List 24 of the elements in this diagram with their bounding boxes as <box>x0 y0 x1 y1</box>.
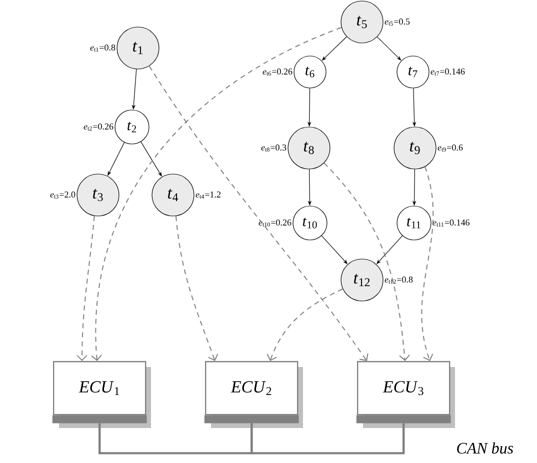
cost-label: e$_{t7}$=0.146 <box>430 68 465 76</box>
cost-label: e$_{t5}$=0.5 <box>384 18 410 26</box>
cost-label: e$_{t12}$=0.8 <box>384 276 413 284</box>
cost-label: e$_{t3}$=2.0 <box>50 191 76 199</box>
bus-label: CAN bus <box>457 442 514 454</box>
mapping-arrow <box>76 215 95 361</box>
mapping-arrow <box>175 216 218 361</box>
ecu-box: ECU$_{3}$ <box>356 361 455 428</box>
cost-label: e$_{t4}$=1.2 <box>196 192 220 199</box>
cost-label: e$_{t6}$=0.26 <box>262 68 292 76</box>
mapping-arrow <box>266 288 344 361</box>
bus-line <box>250 423 405 454</box>
mapping-arrow <box>91 27 342 361</box>
mapping-arrow <box>421 166 434 361</box>
cost-label: e$_{t8}$=0.3 <box>261 144 286 152</box>
cost-label: e$_{t2}$=0.26 <box>84 123 114 131</box>
bus-line <box>98 423 253 454</box>
ecu-box: ECU$_{2}$ <box>204 361 303 428</box>
mapping-arrow <box>324 162 410 361</box>
ecu-box: ECU$_{1}$ <box>52 361 151 428</box>
cost-label: e$_{t11}$=0.146 <box>432 219 470 227</box>
cost-label: e$_{t9}$=0.6 <box>438 144 463 152</box>
mapping-arrow <box>148 66 368 361</box>
cost-label: e$_{t1}$=0.8 <box>90 44 116 52</box>
